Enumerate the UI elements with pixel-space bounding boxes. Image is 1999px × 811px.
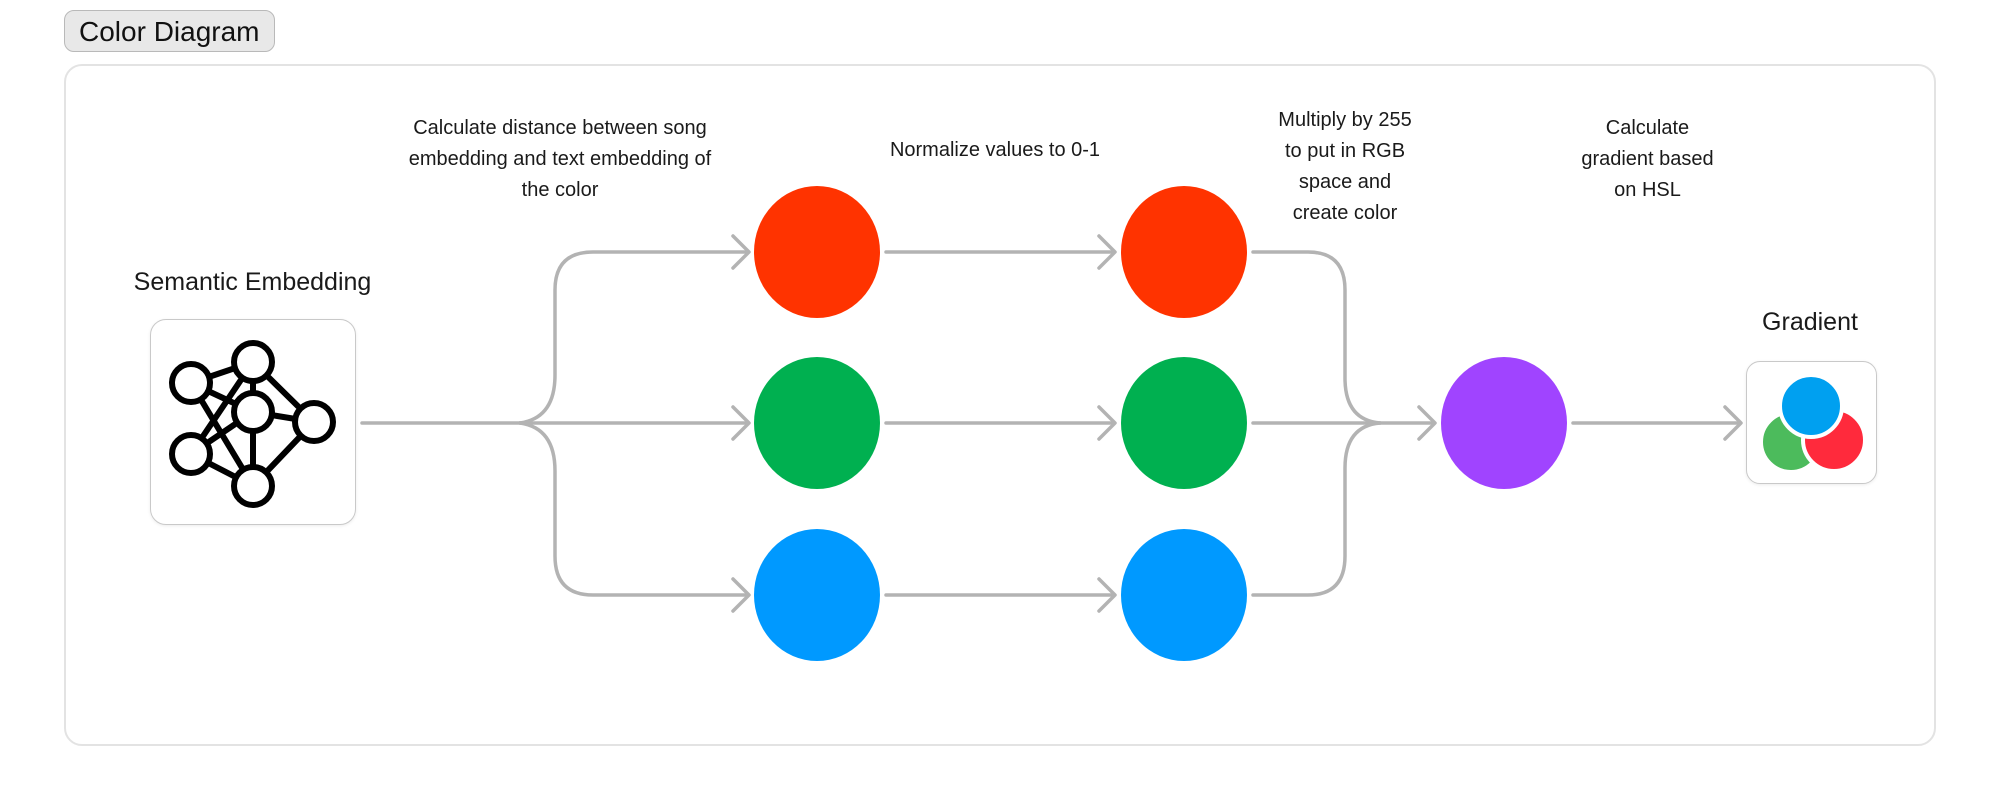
neural-network-icon (151, 320, 357, 526)
red-channel-circle (754, 186, 880, 318)
gradient-label: Gradient (1762, 308, 1858, 336)
connector-branch-top (518, 250, 749, 425)
circles-column-2 (1121, 186, 1247, 661)
step-distance-label: Calculate distance between song embeddin… (408, 117, 712, 201)
blue-normalized-circle (1121, 529, 1247, 661)
blue-channel-circle (754, 529, 880, 661)
diagram-frame (64, 64, 1936, 746)
semantic-embedding-node[interactable] (150, 319, 356, 525)
diagram-title-tab[interactable]: Color Diagram (64, 10, 275, 52)
circles-column-1 (754, 186, 880, 661)
combined-color-circle (1441, 357, 1567, 489)
arrowhead-top-2 (1097, 234, 1117, 270)
connector-branch-bottom (518, 421, 749, 597)
connector-merge-bottom (1251, 421, 1382, 597)
gradient-node[interactable] (1746, 361, 1877, 484)
step-gradient-calc-label: Calculate gradient based on HSL (1581, 117, 1714, 201)
arrowhead-middle-1 (731, 405, 751, 441)
step-multiply-label: Multiply by 255 to put in RGB space and … (1278, 109, 1412, 224)
arrowhead-gradient (1723, 405, 1743, 441)
red-normalized-circle (1121, 186, 1247, 318)
arrowhead-merge (1417, 405, 1437, 441)
arrowhead-top-1 (731, 234, 751, 270)
green-channel-circle (754, 357, 880, 489)
step-normalize-label: Normalize values to 0-1 (889, 139, 1101, 161)
green-normalized-circle (1121, 357, 1247, 489)
connector-merge-top (1251, 250, 1382, 425)
arrowhead-bottom-1 (731, 577, 751, 613)
connectors (360, 234, 1743, 613)
arrowhead-bottom-2 (1097, 577, 1117, 613)
color-wheel-icon (1747, 362, 1878, 485)
source-label: Semantic Embedding (133, 268, 372, 296)
arrowhead-middle-2 (1097, 405, 1117, 441)
